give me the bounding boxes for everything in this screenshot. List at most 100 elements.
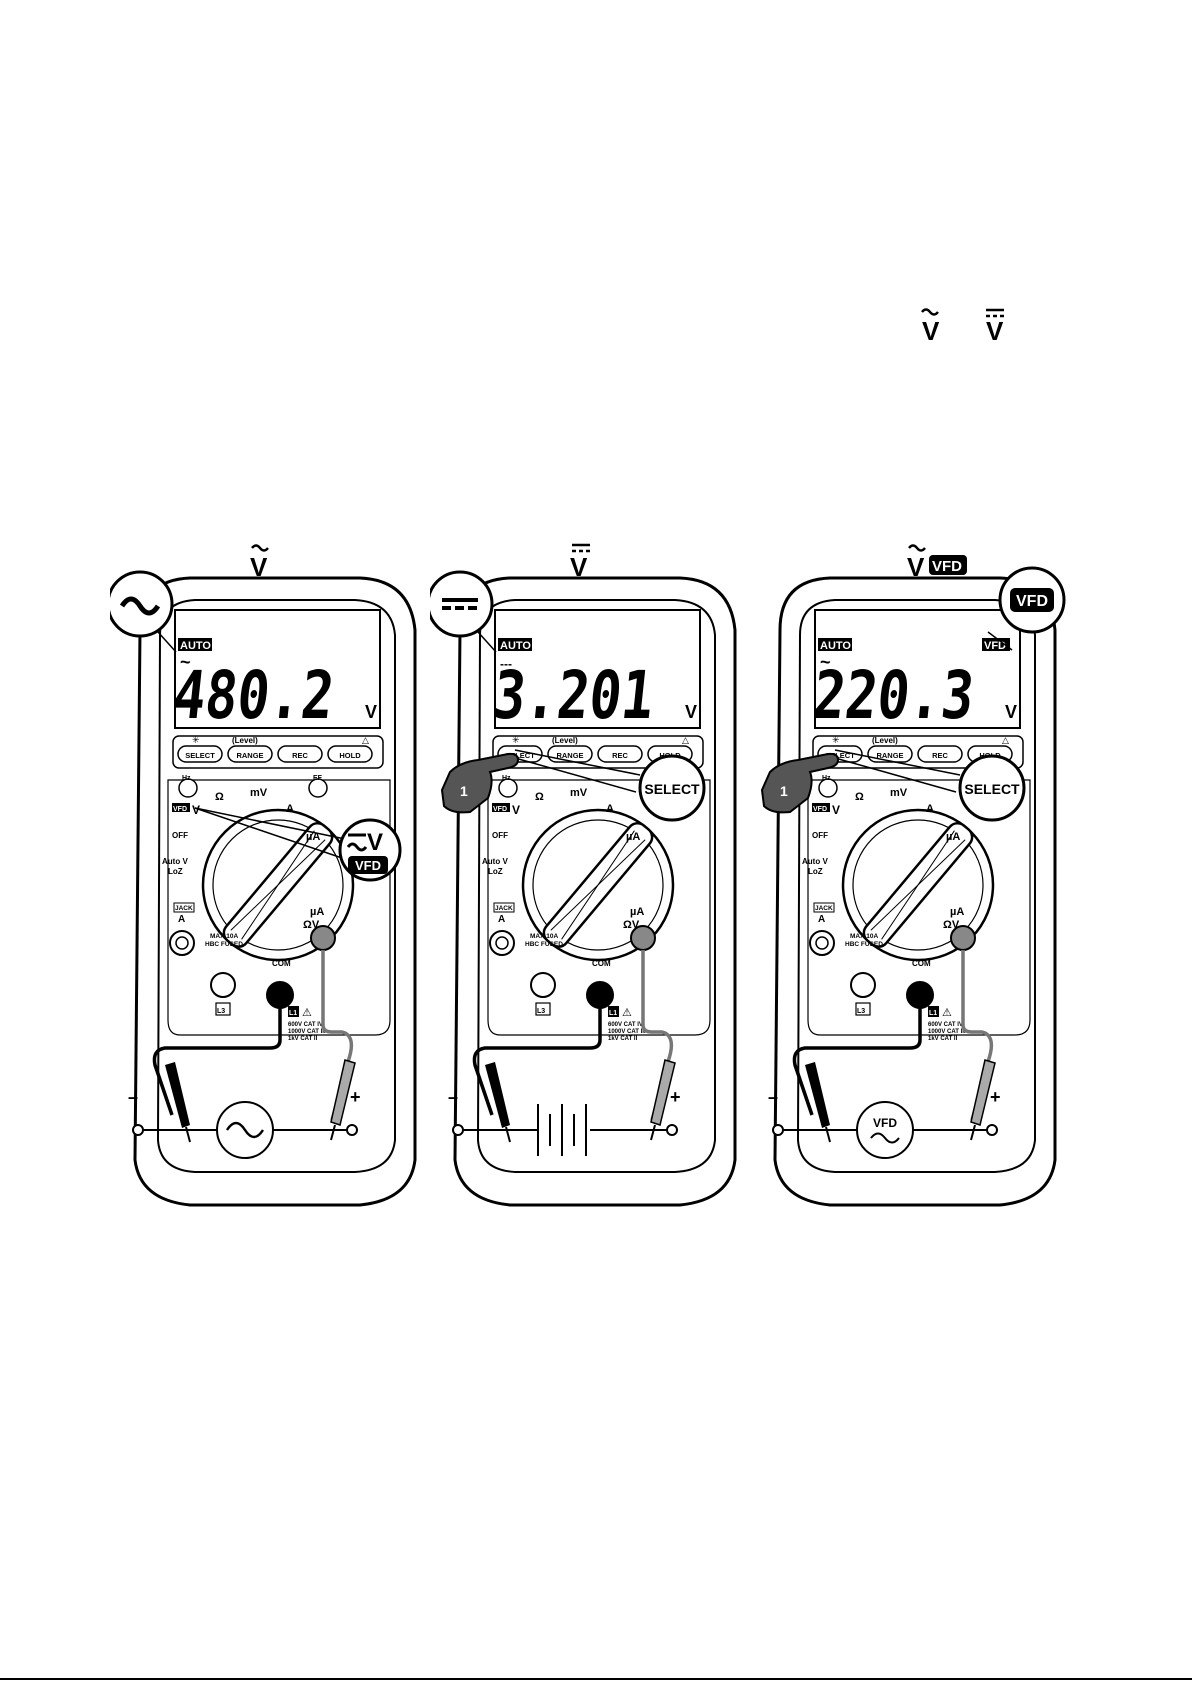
button-label: RANGE bbox=[556, 751, 583, 760]
com-jack[interactable] bbox=[906, 981, 934, 1009]
dial-ohm-label: Ω bbox=[535, 791, 544, 803]
dial-off-label: OFF bbox=[172, 831, 188, 840]
rec-button[interactable]: REC bbox=[917, 745, 963, 763]
black-probe[interactable] bbox=[805, 1062, 830, 1128]
dial-ua-label-2: µA bbox=[950, 906, 964, 918]
test-leads bbox=[152, 950, 356, 1143]
lcd-reading: 3.201 bbox=[490, 657, 658, 734]
dc-v-symbol: V bbox=[986, 308, 1004, 346]
delta-icon: △ bbox=[1002, 735, 1009, 745]
range-button[interactable]: RANGE bbox=[547, 745, 593, 763]
dial-vfd-label: VFD bbox=[173, 806, 187, 813]
dial-knob[interactable] bbox=[860, 819, 976, 951]
footer-rule bbox=[0, 1678, 1192, 1680]
level-label: (Level) bbox=[552, 736, 578, 745]
l3-jack[interactable] bbox=[850, 972, 876, 998]
max-10a-label: MAX 10A bbox=[530, 933, 558, 940]
minus-label: – bbox=[768, 1087, 778, 1107]
source-circuit: – + VFD bbox=[768, 1087, 1001, 1159]
select-callout-label: SELECT bbox=[644, 781, 700, 797]
minus-label: – bbox=[128, 1087, 138, 1107]
range-button[interactable]: RANGE bbox=[227, 745, 273, 763]
dial-ua-label: µA bbox=[946, 831, 960, 843]
select-callout-label: SELECT bbox=[964, 781, 1020, 797]
red-probe[interactable] bbox=[330, 1059, 356, 1126]
l3-jack[interactable] bbox=[210, 972, 236, 998]
black-probe[interactable] bbox=[485, 1062, 510, 1128]
red-probe[interactable] bbox=[970, 1059, 996, 1126]
button-label: RANGE bbox=[236, 751, 263, 760]
lcd-display: AUTO~480.2V bbox=[170, 609, 381, 734]
button-label: REC bbox=[612, 751, 628, 760]
lcd-unit: V bbox=[1005, 702, 1017, 722]
hold-button[interactable]: HOLD bbox=[327, 745, 373, 763]
delta-icon: △ bbox=[362, 735, 369, 745]
mode-callout: VFD bbox=[987, 566, 1066, 651]
test-leads bbox=[792, 950, 996, 1143]
select-callout: SELECT bbox=[514, 749, 706, 822]
hz-button[interactable] bbox=[498, 778, 518, 798]
mode-callout bbox=[430, 570, 497, 653]
amp-jack[interactable] bbox=[489, 930, 515, 956]
cat-ii-label: 1kV CAT II bbox=[928, 1036, 958, 1042]
ef-button[interactable] bbox=[308, 778, 328, 798]
ac-v-label: V bbox=[922, 316, 940, 346]
cat-iv-label: 600V CAT IV bbox=[928, 1022, 963, 1028]
l3-label: L3 bbox=[217, 1008, 225, 1015]
l3-label: L3 bbox=[857, 1008, 865, 1015]
dial-jack-label: JACK bbox=[175, 905, 193, 912]
ac-callout-icon bbox=[119, 596, 161, 616]
mode-title-label: V bbox=[907, 552, 925, 582]
dc-callout-icon bbox=[442, 598, 478, 610]
dial-knob[interactable] bbox=[540, 819, 656, 951]
black-probe[interactable] bbox=[165, 1062, 190, 1128]
l3-jack[interactable] bbox=[530, 972, 556, 998]
range-button[interactable]: RANGE bbox=[867, 745, 913, 763]
dial-vfd-label: VFD bbox=[813, 806, 827, 813]
auto-indicator: AUTO bbox=[820, 640, 851, 652]
dial-mv-label: mV bbox=[570, 787, 588, 799]
dial-autov-label: Auto V bbox=[162, 857, 188, 866]
com-jack[interactable] bbox=[266, 981, 294, 1009]
amp-jack[interactable] bbox=[809, 930, 835, 956]
mode-title: V bbox=[570, 543, 590, 582]
hz-button[interactable] bbox=[818, 778, 838, 798]
knob-callout-v: V bbox=[367, 829, 383, 856]
l3-label: L3 bbox=[537, 1008, 545, 1015]
dial-ua-label-2: µA bbox=[630, 906, 644, 918]
v-ohm-jack[interactable] bbox=[630, 925, 656, 951]
button-label: RANGE bbox=[876, 751, 903, 760]
button-label: SELECT bbox=[185, 751, 215, 760]
select-button[interactable]: SELECT bbox=[177, 745, 223, 763]
amp-jack[interactable] bbox=[169, 930, 195, 956]
rec-button[interactable]: REC bbox=[597, 745, 643, 763]
rec-button[interactable]: REC bbox=[277, 745, 323, 763]
cat-iii-label: 1000V CAT III bbox=[288, 1029, 326, 1035]
red-probe[interactable] bbox=[650, 1059, 676, 1126]
v-ohm-jack[interactable] bbox=[310, 925, 336, 951]
dial-ohm-label: Ω bbox=[215, 791, 224, 803]
dial-ua-label-2: µA bbox=[310, 906, 324, 918]
plus-label: + bbox=[350, 1087, 361, 1107]
dial-ua-label: µA bbox=[626, 831, 640, 843]
plus-label: + bbox=[990, 1087, 1001, 1107]
mode-title-label: V bbox=[570, 552, 588, 582]
com-jack[interactable] bbox=[586, 981, 614, 1009]
dial-ua-label: µA bbox=[306, 831, 320, 843]
vfd-source-symbol: VFD bbox=[856, 1101, 914, 1159]
polarity-indicator: --- bbox=[500, 657, 512, 671]
hz-button[interactable] bbox=[178, 778, 198, 798]
dial-knob[interactable] bbox=[220, 819, 336, 951]
dial-off-label: OFF bbox=[492, 831, 508, 840]
vfd-mode-badge: VFD bbox=[932, 558, 962, 575]
warning-icon: ⚠ bbox=[302, 1007, 312, 1019]
cat-iv-label: 600V CAT IV bbox=[288, 1022, 323, 1028]
dial-v-label: V bbox=[192, 803, 200, 817]
dial-a-label: A bbox=[606, 803, 614, 815]
v-ohm-jack[interactable] bbox=[950, 925, 976, 951]
